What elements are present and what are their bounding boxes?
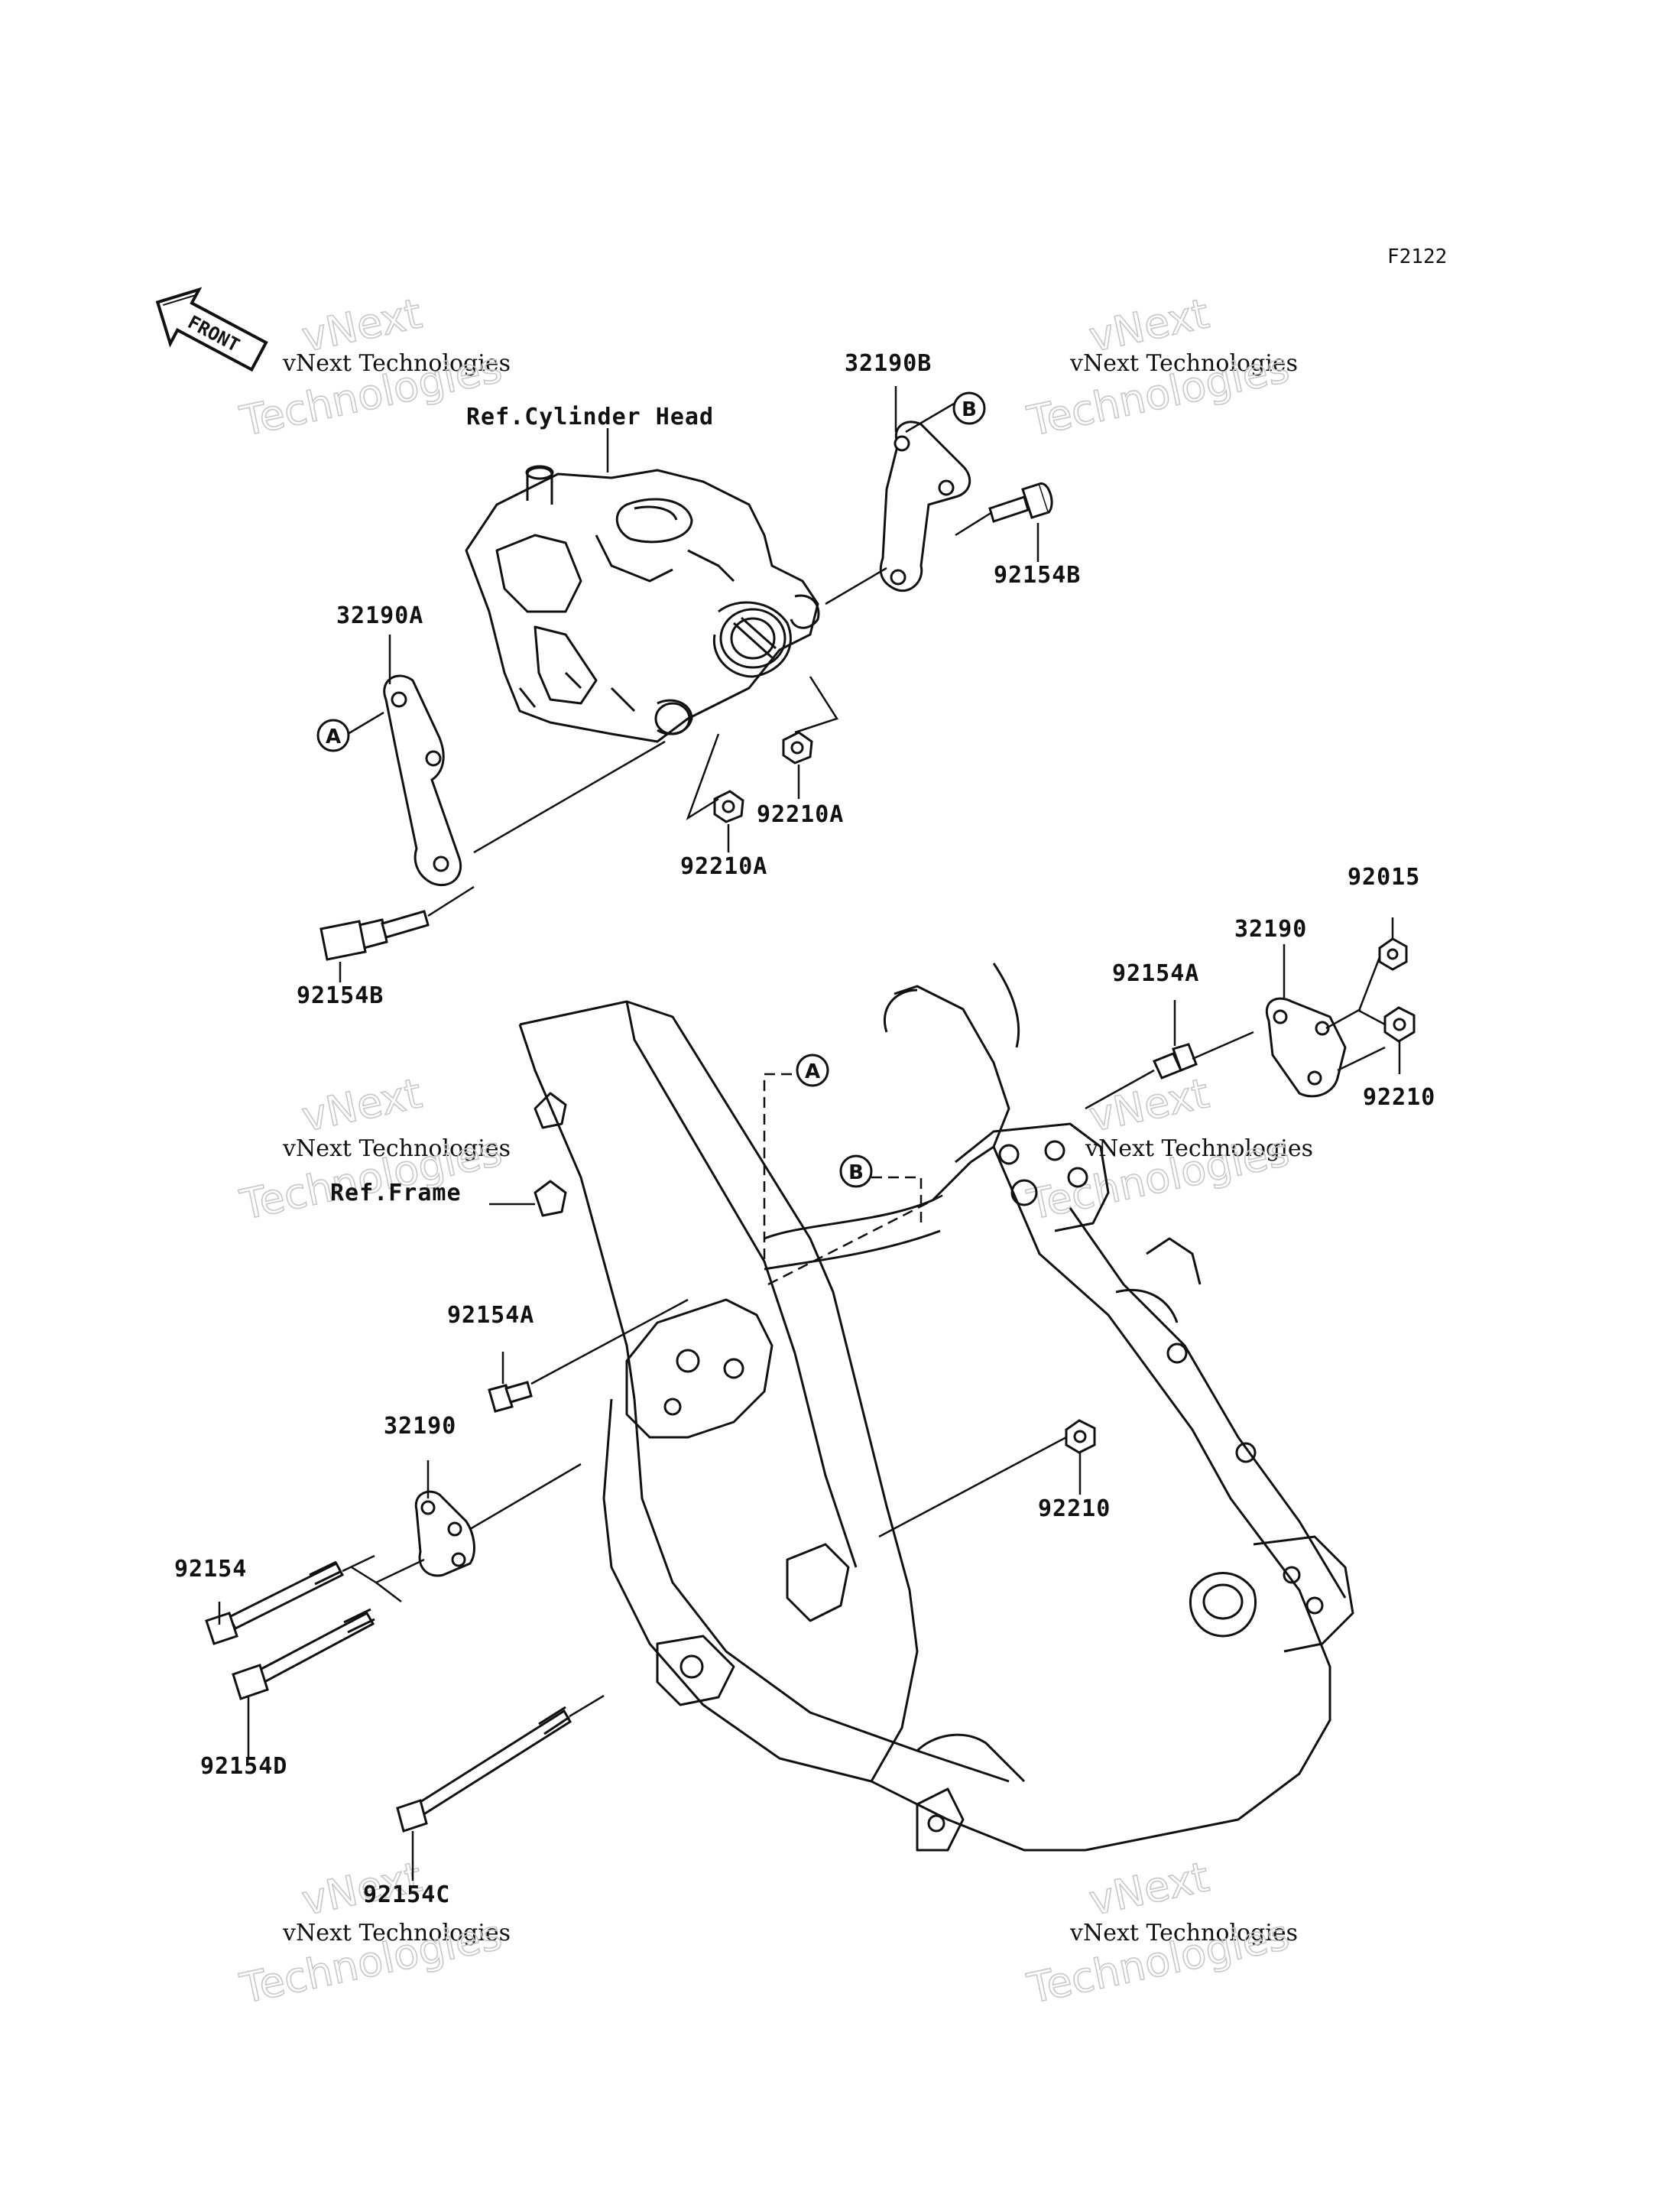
bracket-32190-left-illustration <box>414 1490 475 1577</box>
svg-text:vNext: vNext <box>1085 1069 1213 1141</box>
part-label-92154c: 92154C <box>363 1881 450 1908</box>
bolt-92154b-left-illustration <box>319 910 430 961</box>
svg-text:B: B <box>962 398 977 421</box>
part-label-92210-right: 92210 <box>1363 1084 1435 1111</box>
callout-a-frame: A <box>796 1054 829 1087</box>
part-label-92210a-right: 92210A <box>757 801 844 828</box>
part-label-32190a: 32190A <box>336 602 423 629</box>
svg-text:vNext Technologies: vNext Technologies <box>1069 350 1298 377</box>
callout-b-top: B <box>952 391 986 425</box>
nut-92210a-left-illustration <box>713 790 744 823</box>
bolt-92154a-right-illustration <box>1152 1043 1198 1080</box>
part-label-92154a-left: 92154A <box>447 1302 534 1329</box>
bracket-32190b-illustration <box>879 420 971 593</box>
svg-text:A: A <box>805 1060 820 1083</box>
ref-cylinder-head-label: Ref.Cylinder Head <box>466 404 714 430</box>
part-label-92210-center: 92210 <box>1038 1495 1111 1522</box>
nut-92210a-right-illustration <box>782 731 813 765</box>
svg-text:B: B <box>848 1161 864 1184</box>
watermark: vNext vNext Technologies Technologies <box>1023 288 1298 446</box>
bracket-32190-right-illustration <box>1265 997 1347 1098</box>
svg-text:vNext Technologies: vNext Technologies <box>282 1920 511 1946</box>
callout-a-left: A <box>316 719 350 752</box>
watermark: vNext vNext Technologies Technologies <box>1023 1852 1298 2013</box>
svg-text:vNext: vNext <box>1085 1852 1213 1924</box>
part-label-32190-right: 32190 <box>1234 916 1307 943</box>
svg-text:vNext: vNext <box>298 1069 426 1141</box>
part-label-92154d: 92154D <box>200 1753 287 1780</box>
ref-frame-label: Ref.Frame <box>330 1180 462 1206</box>
frame-illustration <box>518 963 1354 1852</box>
watermark: vNext vNext Technologies Technologies <box>1023 1068 1313 1229</box>
bolt-92154b-top-illustration <box>988 482 1053 523</box>
svg-text:vNext Technologies: vNext Technologies <box>282 350 511 377</box>
svg-text:A: A <box>326 726 341 748</box>
nut-92015-illustration <box>1378 937 1408 971</box>
svg-text:vNext Technologies: vNext Technologies <box>282 1135 511 1162</box>
part-label-92154: 92154 <box>174 1556 247 1583</box>
bolt-92154c-illustration <box>396 1706 572 1833</box>
part-label-92210a-left: 92210A <box>680 853 767 880</box>
nut-92210-center-illustration <box>1065 1419 1096 1454</box>
bolt-92154a-left-illustration <box>488 1381 533 1413</box>
svg-text:vNext Technologies: vNext Technologies <box>1085 1135 1313 1162</box>
bolt-92154-illustration <box>205 1560 345 1645</box>
cylinder-head-illustration <box>465 465 820 743</box>
callout-b-frame: B <box>839 1154 873 1188</box>
svg-text:vNext Technologies: vNext Technologies <box>1069 1920 1298 1946</box>
part-label-92015: 92015 <box>1348 864 1420 891</box>
part-label-92154a-right: 92154A <box>1112 960 1199 987</box>
watermark: vNext vNext Technologies Technologies <box>235 1852 511 2013</box>
part-label-92154b-top: 92154B <box>994 562 1081 589</box>
nut-92210-right-illustration <box>1383 1006 1416 1043</box>
part-label-32190b: 32190B <box>845 350 932 377</box>
bolt-92154d-illustration <box>232 1608 375 1700</box>
part-label-32190-left: 32190 <box>384 1413 456 1440</box>
part-label-92154b-left: 92154B <box>297 982 384 1009</box>
front-arrow-icon: FRONT <box>155 287 268 372</box>
bracket-32190a-illustration <box>383 674 462 887</box>
leader-lines <box>218 386 1401 1881</box>
diagram-id: F2122 <box>1387 245 1447 268</box>
